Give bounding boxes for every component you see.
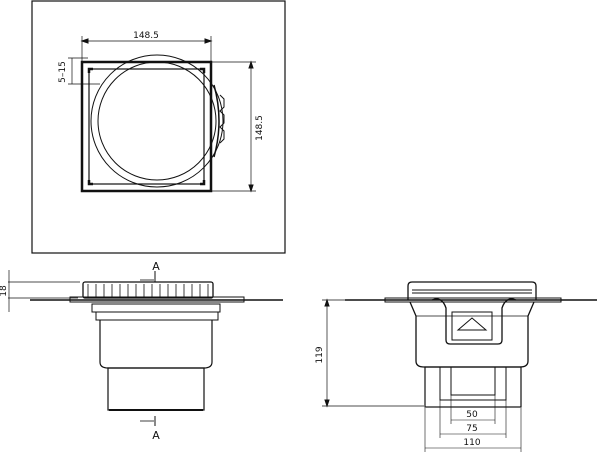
section-label-bottom: A [152, 429, 160, 442]
side-view [8, 270, 283, 426]
section-label-top: A [152, 260, 160, 273]
dim-75: 75 [466, 424, 477, 434]
top-view [31, 0, 286, 254]
dim-110: 110 [463, 438, 480, 448]
dim-50: 50 [466, 410, 478, 420]
top-height-dim: 148.5 [255, 115, 265, 141]
side-height-dim: 18 [0, 285, 9, 297]
section-height-dim: 119 [315, 346, 325, 363]
top-offset-dim: 5–15 [58, 61, 68, 83]
top-width-dim: 148.5 [133, 31, 159, 41]
section-view [322, 281, 597, 452]
